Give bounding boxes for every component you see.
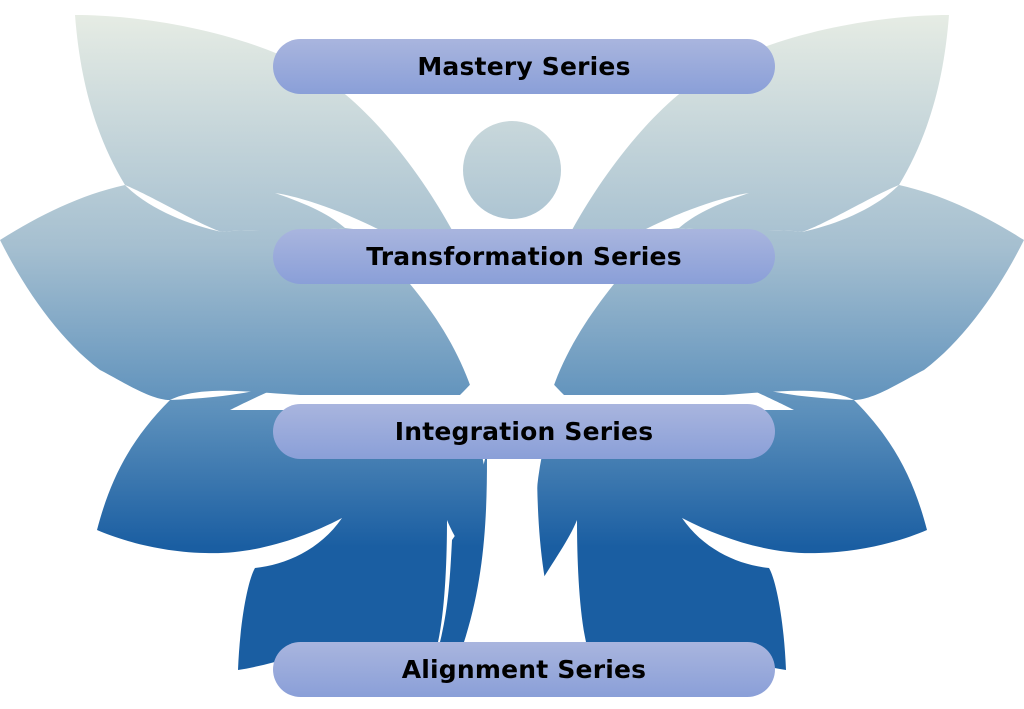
figure-body-gap [410, 284, 614, 404]
level-integration-series[interactable]: Integration Series [273, 404, 775, 459]
right-upper-wing [572, 15, 949, 232]
right-wings [536, 15, 1024, 670]
level-transformation-series[interactable]: Transformation Series [273, 229, 775, 284]
level-alignment-series[interactable]: Alignment Series [273, 642, 775, 697]
figure-head [463, 121, 561, 219]
level-mastery-series[interactable]: Mastery Series [273, 39, 775, 94]
figure-legs-gap [464, 459, 560, 642]
left-upper-wing [75, 15, 452, 232]
